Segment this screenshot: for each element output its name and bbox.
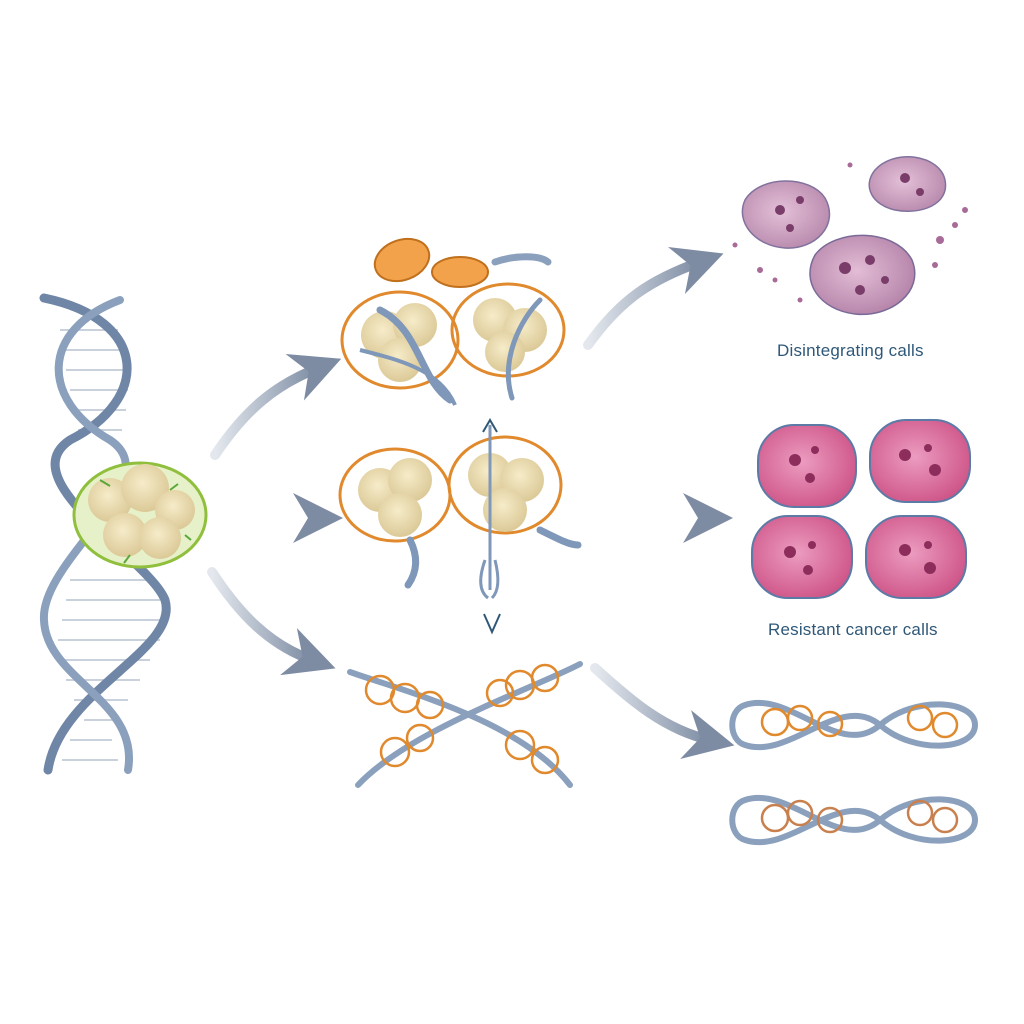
chromosome-pair (729, 700, 979, 846)
disintegrating-cells (732, 156, 968, 316)
orange-organelles (373, 237, 552, 288)
arrow-to-top-cluster (210, 353, 342, 460)
disintegrating-cells-label: Disintegrating calls (777, 341, 924, 360)
arrow-to-chromosome (207, 567, 336, 676)
protein-cluster-middle (338, 418, 582, 635)
arrow-to-chromosome-pair (590, 663, 735, 759)
arrow-to-disintegrating-cells (583, 246, 724, 350)
protein-cluster-top (340, 282, 566, 406)
crossed-chromosome (347, 661, 583, 788)
resistant-cancer-cells (751, 419, 971, 599)
bound-protein-cluster (72, 461, 208, 569)
resistant-cancer-cells-label: Resistant cancer calls (768, 620, 938, 639)
